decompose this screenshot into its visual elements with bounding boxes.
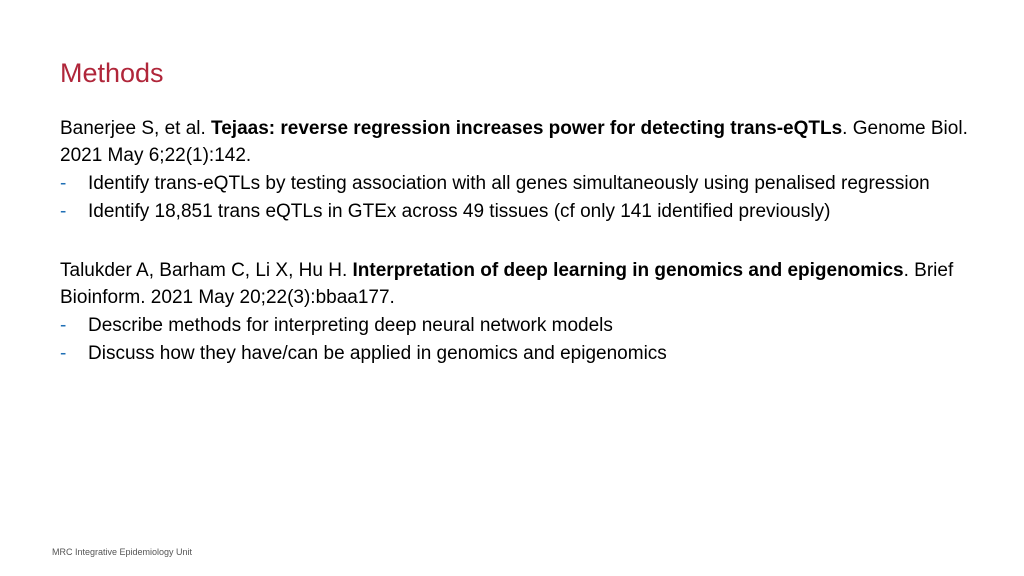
- bullet-text: Describe methods for interpreting deep n…: [88, 315, 613, 336]
- list-item: -Describe methods for interpreting deep …: [60, 313, 980, 339]
- reference-citation: Talukder A, Barham C, Li X, Hu H. Interp…: [60, 257, 980, 311]
- reference-citation: Banerjee S, et al. Tejaas: reverse regre…: [60, 115, 980, 169]
- reference-journal: . Genome Biol. 2021 May 6;22(1):142.: [60, 118, 968, 166]
- reference-bullet-list: -Describe methods for interpreting deep …: [60, 313, 980, 367]
- reference-article-title: Tejaas: reverse regression increases pow…: [211, 118, 843, 139]
- reference-block-1: Banerjee S, et al. Tejaas: reverse regre…: [60, 115, 980, 225]
- bullet-text: Identify trans-eQTLs by testing associat…: [88, 173, 930, 194]
- bullet-text: Discuss how they have/can be applied in …: [88, 343, 667, 364]
- slide-title: Methods: [60, 58, 164, 88]
- list-item: -Identify 18,851 trans eQTLs in GTEx acr…: [60, 199, 980, 225]
- bullet-dash: -: [60, 173, 67, 194]
- bullet-text: Identify 18,851 trans eQTLs in GTEx acro…: [88, 201, 831, 222]
- reference-article-title: Interpretation of deep learning in genom…: [352, 260, 904, 281]
- reference-block-2: Talukder A, Barham C, Li X, Hu H. Interp…: [60, 257, 980, 367]
- list-item: -Discuss how they have/can be applied in…: [60, 341, 980, 367]
- reference-authors: Banerjee S, et al.: [60, 118, 212, 139]
- bullet-dash: -: [60, 315, 67, 336]
- reference-journal: . Brief Bioinform. 2021 May 20;22(3):bba…: [60, 260, 954, 308]
- bullet-dash: -: [60, 201, 67, 222]
- slide-footer: MRC Integrative Epidemiology Unit: [52, 547, 193, 557]
- slide-content: Banerjee S, et al. Tejaas: reverse regre…: [60, 115, 980, 367]
- reference-authors: Talukder A, Barham C, Li X, Hu H.: [60, 260, 353, 281]
- bullet-dash: -: [60, 343, 67, 364]
- reference-bullet-list: -Identify trans-eQTLs by testing associa…: [60, 171, 980, 225]
- list-item: -Identify trans-eQTLs by testing associa…: [60, 171, 980, 197]
